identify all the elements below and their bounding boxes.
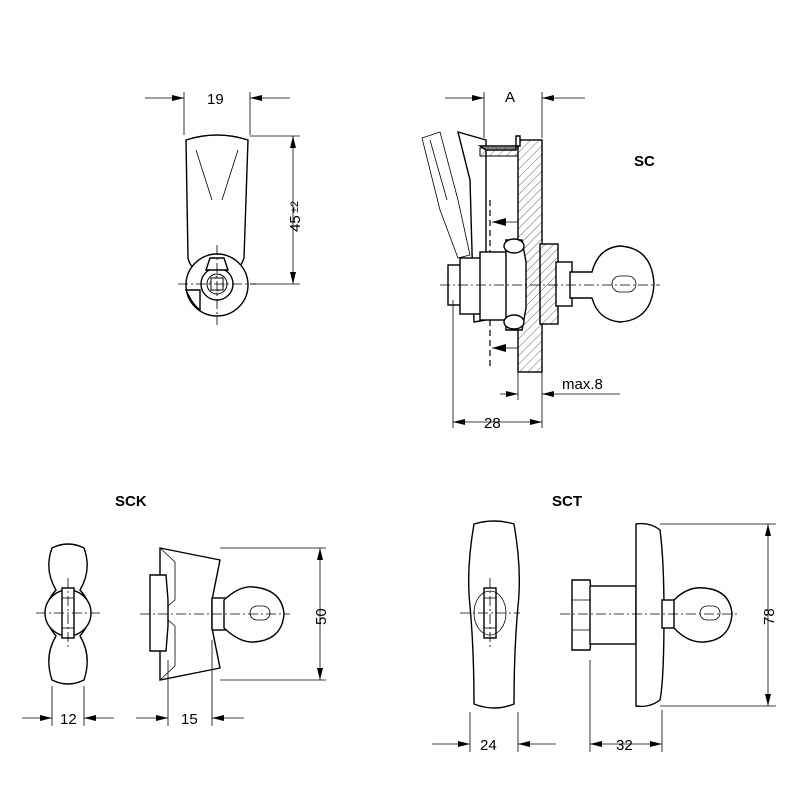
sck-label: SCK [115,493,147,510]
sc-side-view: A 28 [421,89,660,432]
sct-label: SCT [552,493,582,510]
sck-view: SCK 12 15 [22,493,330,728]
sc-width-dim: 19 [207,91,224,108]
sc-depth-dim: 28 [484,415,501,432]
sck-depth-dim: 15 [181,711,198,728]
sc-height-tolerance: ±2 [289,201,301,213]
sct-width-dim: 24 [480,737,497,754]
sc-a-dim: A [505,89,515,106]
sct-depth-dim: 32 [616,737,633,754]
sc-front-view: 19 45 ±2 [145,91,304,325]
sc-label: SC [634,153,655,170]
sct-view: SCT 24 32 [432,493,778,754]
sck-height-dim: 50 [313,608,330,625]
sck-width-dim: 12 [60,711,77,728]
sct-height-dim: 78 [761,608,778,625]
sc-height-dim: 45 [287,215,304,232]
sc-max-dim: max.8 [562,376,603,393]
